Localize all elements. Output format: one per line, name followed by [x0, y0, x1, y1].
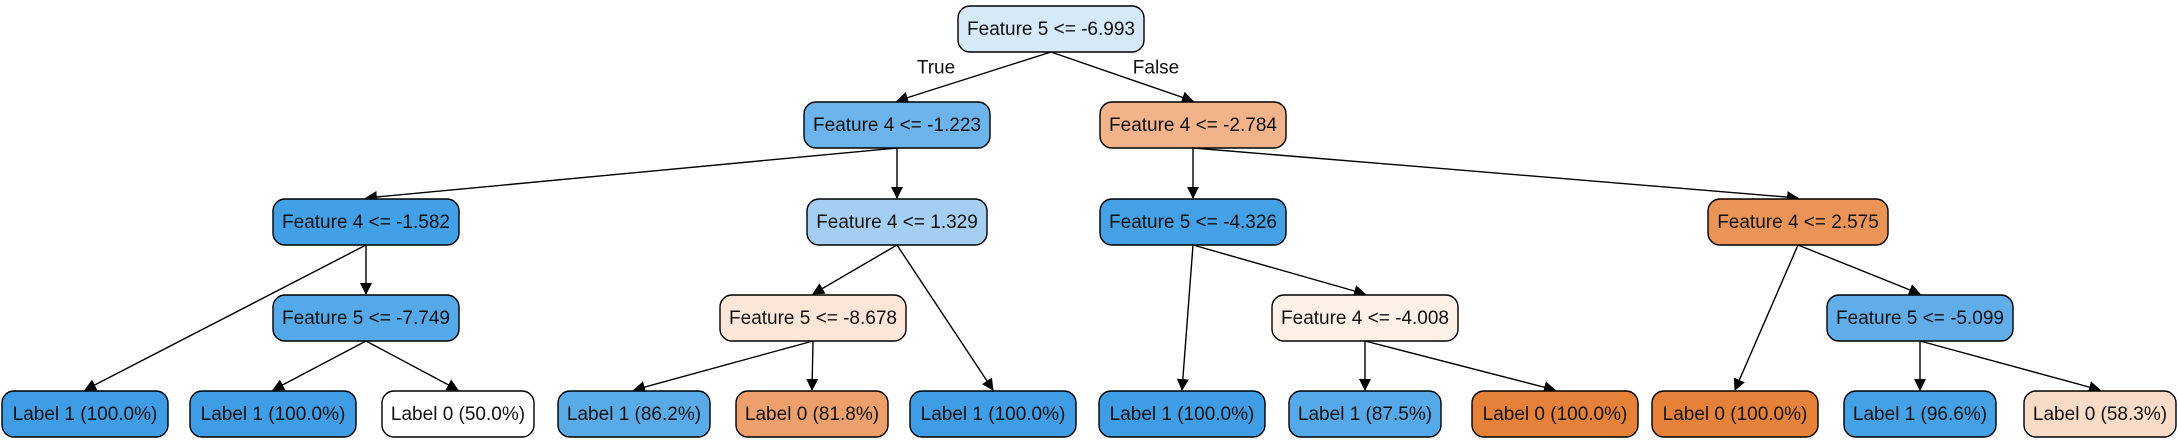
leaf-node-n15: Label 0 (81.8%): [735, 390, 889, 438]
edge-n2-to-n6: [1192, 147, 1799, 204]
leaf-node-n12: Label 1 (100.0%): [189, 390, 357, 438]
leaf-node-n21: Label 1 (96.6%): [1843, 390, 1997, 438]
node-box: [1651, 390, 1819, 438]
edge-n8-to-n14: [633, 340, 814, 393]
node-label: Feature 5 <= -4.326: [1109, 212, 1277, 233]
node-label: Label 0 (81.8%): [745, 404, 879, 425]
edge-n0-to-n1: [896, 51, 1052, 104]
node-label: Feature 4 <= 1.329: [816, 212, 978, 233]
leaf-node-n19: Label 0 (100.0%): [1471, 390, 1639, 438]
node-box: [909, 390, 1077, 438]
node-label: Feature 5 <= -7.749: [282, 308, 450, 329]
split-node-n2: Feature 4 <= -2.784: [1099, 101, 1287, 149]
node-label: Feature 4 <= 2.575: [1717, 212, 1879, 233]
node-label: Label 0 (100.0%): [1663, 404, 1808, 425]
leaf-node-n13: Label 0 (50.0%): [381, 390, 535, 438]
node-box: [803, 101, 991, 149]
node-label: Label 0 (58.3%): [2033, 404, 2167, 425]
node-box: [1707, 198, 1889, 246]
node-box: [1843, 390, 1997, 438]
edge-n10-to-n22: [1919, 340, 2101, 393]
node-box: [2023, 390, 2177, 438]
edge-n8-to-n15: [806, 340, 819, 391]
node-box: [557, 390, 711, 438]
node-box: [1099, 198, 1287, 246]
node-label: Label 1 (96.6%): [1853, 404, 1987, 425]
edge-label-true: True: [917, 58, 955, 79]
edge-n4-to-n16: [896, 244, 994, 391]
edge-n1-to-n3: [365, 147, 898, 203]
leaf-node-n14: Label 1 (86.2%): [557, 390, 711, 438]
node-box: [1098, 390, 1266, 438]
node-box: [381, 390, 535, 438]
node-label: Label 0 (50.0%): [391, 404, 525, 425]
node-box: [1471, 390, 1639, 438]
edge-n0-to-n2: [1050, 51, 1194, 104]
edge-n9-to-n19: [1364, 340, 1556, 394]
leaf-node-n16: Label 1 (100.0%): [909, 390, 1077, 438]
node-box: [1826, 294, 2014, 342]
edge-n6-to-n10: [1797, 244, 1921, 296]
edge-n5-to-n9: [1192, 244, 1366, 297]
node-label: Label 1 (87.5%): [1298, 404, 1432, 425]
edge-n7-to-n13: [365, 340, 459, 391]
split-node-n5: Feature 5 <= -4.326: [1099, 198, 1287, 246]
node-box: [272, 198, 460, 246]
split-node-n1: Feature 4 <= -1.223: [803, 101, 991, 149]
node-label: Feature 5 <= -6.993: [967, 19, 1135, 40]
node-label: Label 1 (100.0%): [1110, 404, 1255, 425]
node-box: [719, 294, 907, 342]
split-node-n8: Feature 5 <= -8.678: [719, 294, 907, 342]
node-box: [1288, 390, 1442, 438]
node-label: Label 1 (100.0%): [13, 404, 158, 425]
edge-label-false: False: [1133, 58, 1179, 79]
edge-n5-to-n17: [1176, 244, 1194, 391]
node-box: [1271, 294, 1459, 342]
leaf-node-n11: Label 1 (100.0%): [1, 390, 169, 438]
node-label: Feature 4 <= -4.008: [1281, 308, 1449, 329]
split-node-n3: Feature 4 <= -1.582: [272, 198, 460, 246]
edge-n7-to-n12: [272, 340, 367, 391]
leaf-node-n18: Label 1 (87.5%): [1288, 390, 1442, 438]
edges-layer: True False: [84, 51, 2101, 394]
leaf-node-n22: Label 0 (58.3%): [2023, 390, 2177, 438]
edge-n6-to-n20: [1733, 244, 1799, 391]
node-label: Feature 5 <= -5.099: [1836, 308, 2004, 329]
split-node-n7: Feature 5 <= -7.749: [272, 294, 460, 342]
leaf-node-n17: Label 1 (100.0%): [1098, 390, 1266, 438]
node-box: [735, 390, 889, 438]
node-label: Label 1 (100.0%): [201, 404, 346, 425]
node-box: [1099, 101, 1287, 149]
node-label: Feature 4 <= -2.784: [1109, 115, 1277, 136]
node-box: [1, 390, 169, 438]
edge-n3-to-n11: [84, 244, 367, 391]
node-box: [189, 390, 357, 438]
leaf-node-n20: Label 0 (100.0%): [1651, 390, 1819, 438]
node-box: [957, 5, 1145, 53]
node-box: [806, 198, 988, 246]
node-label: Label 1 (100.0%): [921, 404, 1066, 425]
split-node-n6: Feature 4 <= 2.575: [1707, 198, 1889, 246]
node-label: Feature 4 <= -1.582: [282, 212, 450, 233]
node-label: Feature 5 <= -8.678: [729, 308, 897, 329]
node-label: Label 1 (86.2%): [567, 404, 701, 425]
split-node-n0: Feature 5 <= -6.993: [957, 5, 1145, 53]
node-label: Label 0 (100.0%): [1483, 404, 1628, 425]
split-node-n9: Feature 4 <= -4.008: [1271, 294, 1459, 342]
split-node-n10: Feature 5 <= -5.099: [1826, 294, 2014, 342]
edge-n4-to-n8: [812, 244, 898, 295]
node-box: [272, 294, 460, 342]
node-label: Feature 4 <= -1.223: [813, 115, 981, 136]
split-node-n4: Feature 4 <= 1.329: [806, 198, 988, 246]
